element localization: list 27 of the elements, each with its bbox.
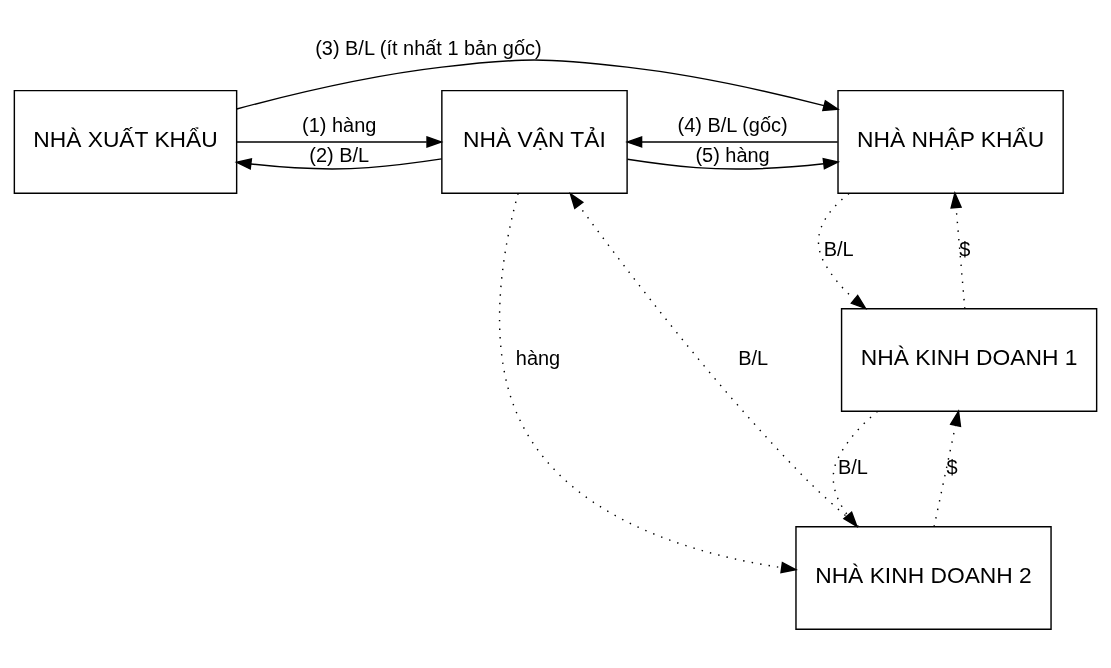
node-box: NHÀ VẬN TẢI xyxy=(441,89,628,194)
arrow xyxy=(236,135,444,148)
node-box: NHÀ NHẬP KHẨU xyxy=(837,89,1064,194)
edge-label: (5) hàng xyxy=(695,144,770,167)
edge-label: $ xyxy=(946,456,958,479)
edge-label: (2) B/L xyxy=(309,144,370,167)
arrow xyxy=(817,192,868,310)
arrow xyxy=(950,191,966,310)
edge-label: B/L xyxy=(838,456,868,479)
edge-label: $ xyxy=(959,238,971,261)
arrow xyxy=(626,157,841,170)
edge-label: (4) B/L (gốc) xyxy=(677,114,788,137)
edge-label: B/L xyxy=(823,238,854,261)
arrow xyxy=(569,192,860,528)
arrow xyxy=(933,409,962,528)
node-box: NHÀ KINH DOANH 2 xyxy=(795,526,1052,630)
edge-label: hàng xyxy=(515,347,561,370)
arrow xyxy=(625,135,839,148)
arrow xyxy=(234,158,443,170)
arrow xyxy=(832,410,879,529)
node-box: NHÀ KINH DOANH 1 xyxy=(840,307,1098,412)
arrow xyxy=(498,192,798,574)
edge-label: (1) hàng xyxy=(302,114,377,137)
edge-label: (3) B/L (ít nhất 1 bản gốc) xyxy=(315,36,542,59)
edge-label: B/L xyxy=(738,347,769,370)
arrow xyxy=(236,59,840,112)
node-box: NHÀ XUẤT KHẨU xyxy=(13,89,238,194)
